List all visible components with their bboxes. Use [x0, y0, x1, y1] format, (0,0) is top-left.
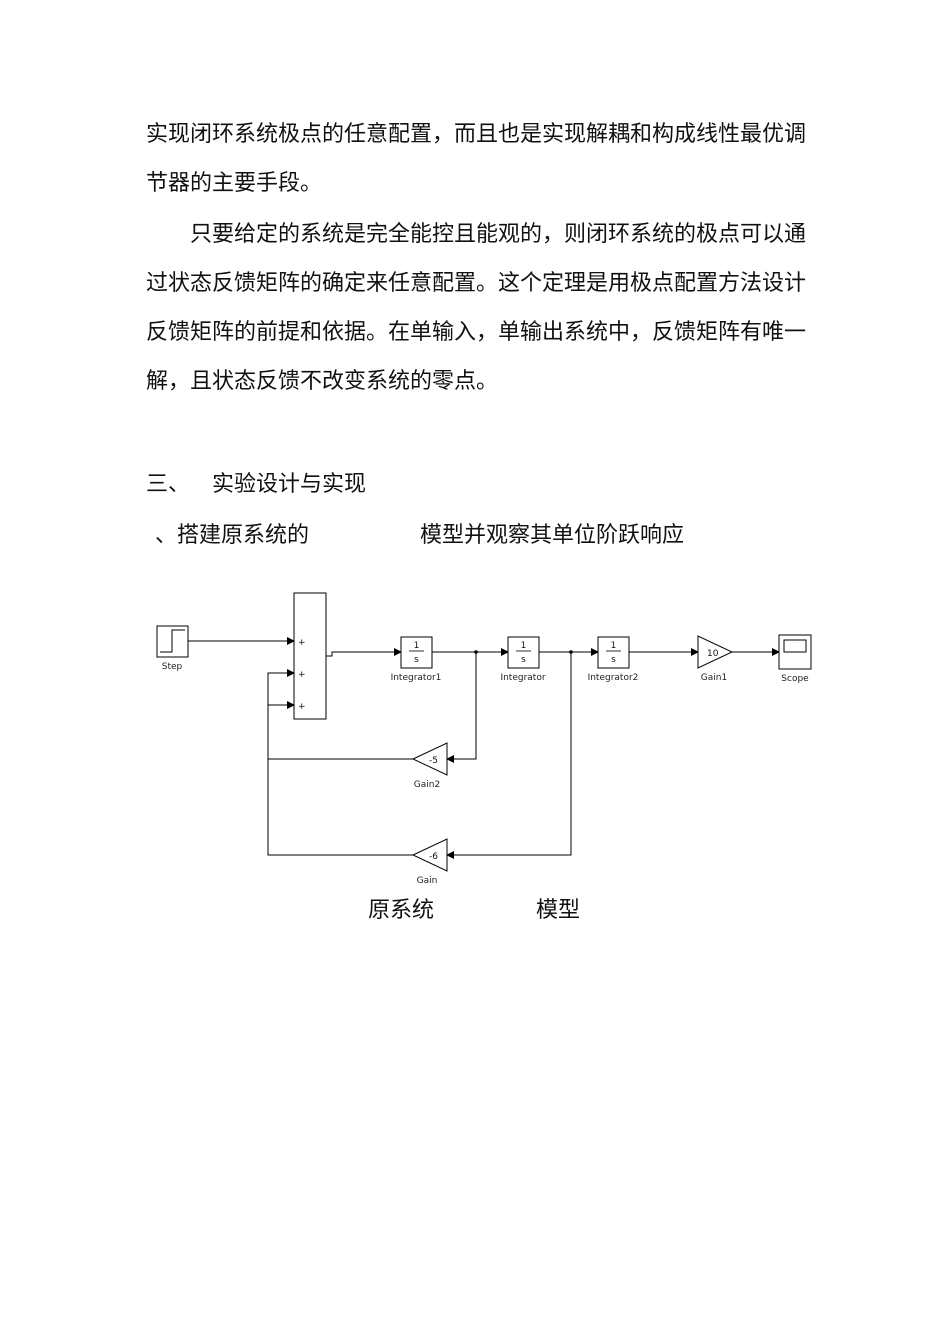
integrator-numerator: 1	[521, 641, 527, 651]
gain-block[interactable]: -6 Gain	[411, 838, 448, 886]
integrator1-label: Integrator1	[391, 673, 442, 683]
scope-label: Scope	[781, 674, 809, 684]
subsection-part-b: 模型并观察其单位阶跃响应	[420, 523, 685, 548]
sum-sign-2: +	[298, 670, 306, 680]
subsection-part-a: 、搭建原系统的	[155, 523, 310, 548]
integrator-denominator: s	[521, 655, 526, 665]
gain1-value: 10	[707, 649, 719, 659]
gain2-block[interactable]: -5 Gain2	[411, 742, 448, 790]
paragraph-1: 实现闭环系统极点的任意配置，而且也是实现解耦和构成线性最优调节器的主要手段。	[146, 122, 807, 196]
gain1-label: Gain1	[701, 673, 727, 683]
gain1-block[interactable]: 10 Gain1	[697, 635, 734, 683]
integrator2-block[interactable]: 1 s Integrator2	[588, 636, 639, 683]
signal-feedback-to-gain2	[446, 652, 477, 763]
signal-gain-to-sum	[267, 701, 413, 856]
gain2-value: -5	[429, 756, 438, 766]
gain-label: Gain	[417, 876, 438, 886]
signal-sum-to-integrator1	[326, 648, 402, 657]
gain-value: -6	[429, 852, 438, 862]
section-number: 三、	[146, 472, 191, 497]
integrator2-denominator: s	[611, 655, 616, 665]
integrator2-label: Integrator2	[588, 673, 639, 683]
gain2-label: Gain2	[414, 780, 440, 790]
simulink-diagram: Step + + + 1 s Integrator1 1 s Integrato…	[156, 592, 812, 886]
figure-caption-a: 原系统	[368, 898, 435, 923]
section-title: 实验设计与实现	[212, 472, 367, 497]
step-label: Step	[162, 662, 183, 672]
integrator2-numerator: 1	[611, 641, 617, 651]
signal-gain2-to-sum	[267, 669, 413, 760]
sum-block[interactable]: + + +	[293, 592, 327, 720]
integrator1-denominator: s	[414, 655, 419, 665]
sum-sign-1: +	[298, 638, 306, 648]
integrator1-numerator: 1	[414, 641, 420, 651]
integrator-block[interactable]: 1 s Integrator	[500, 636, 546, 683]
signal-feedback-to-gain	[446, 652, 572, 859]
step-block[interactable]: Step	[156, 625, 189, 672]
sum-sign-3: +	[298, 702, 306, 712]
figure-caption-b: 模型	[536, 898, 581, 923]
paragraph-2: 只要给定的系统是完全能控且能观的，则闭环系统的极点可以通过状态反馈矩阵的确定来任…	[146, 222, 807, 394]
scope-block[interactable]: Scope	[778, 634, 812, 684]
integrator-label: Integrator	[500, 673, 545, 683]
integrator1-block[interactable]: 1 s Integrator1	[391, 636, 442, 683]
